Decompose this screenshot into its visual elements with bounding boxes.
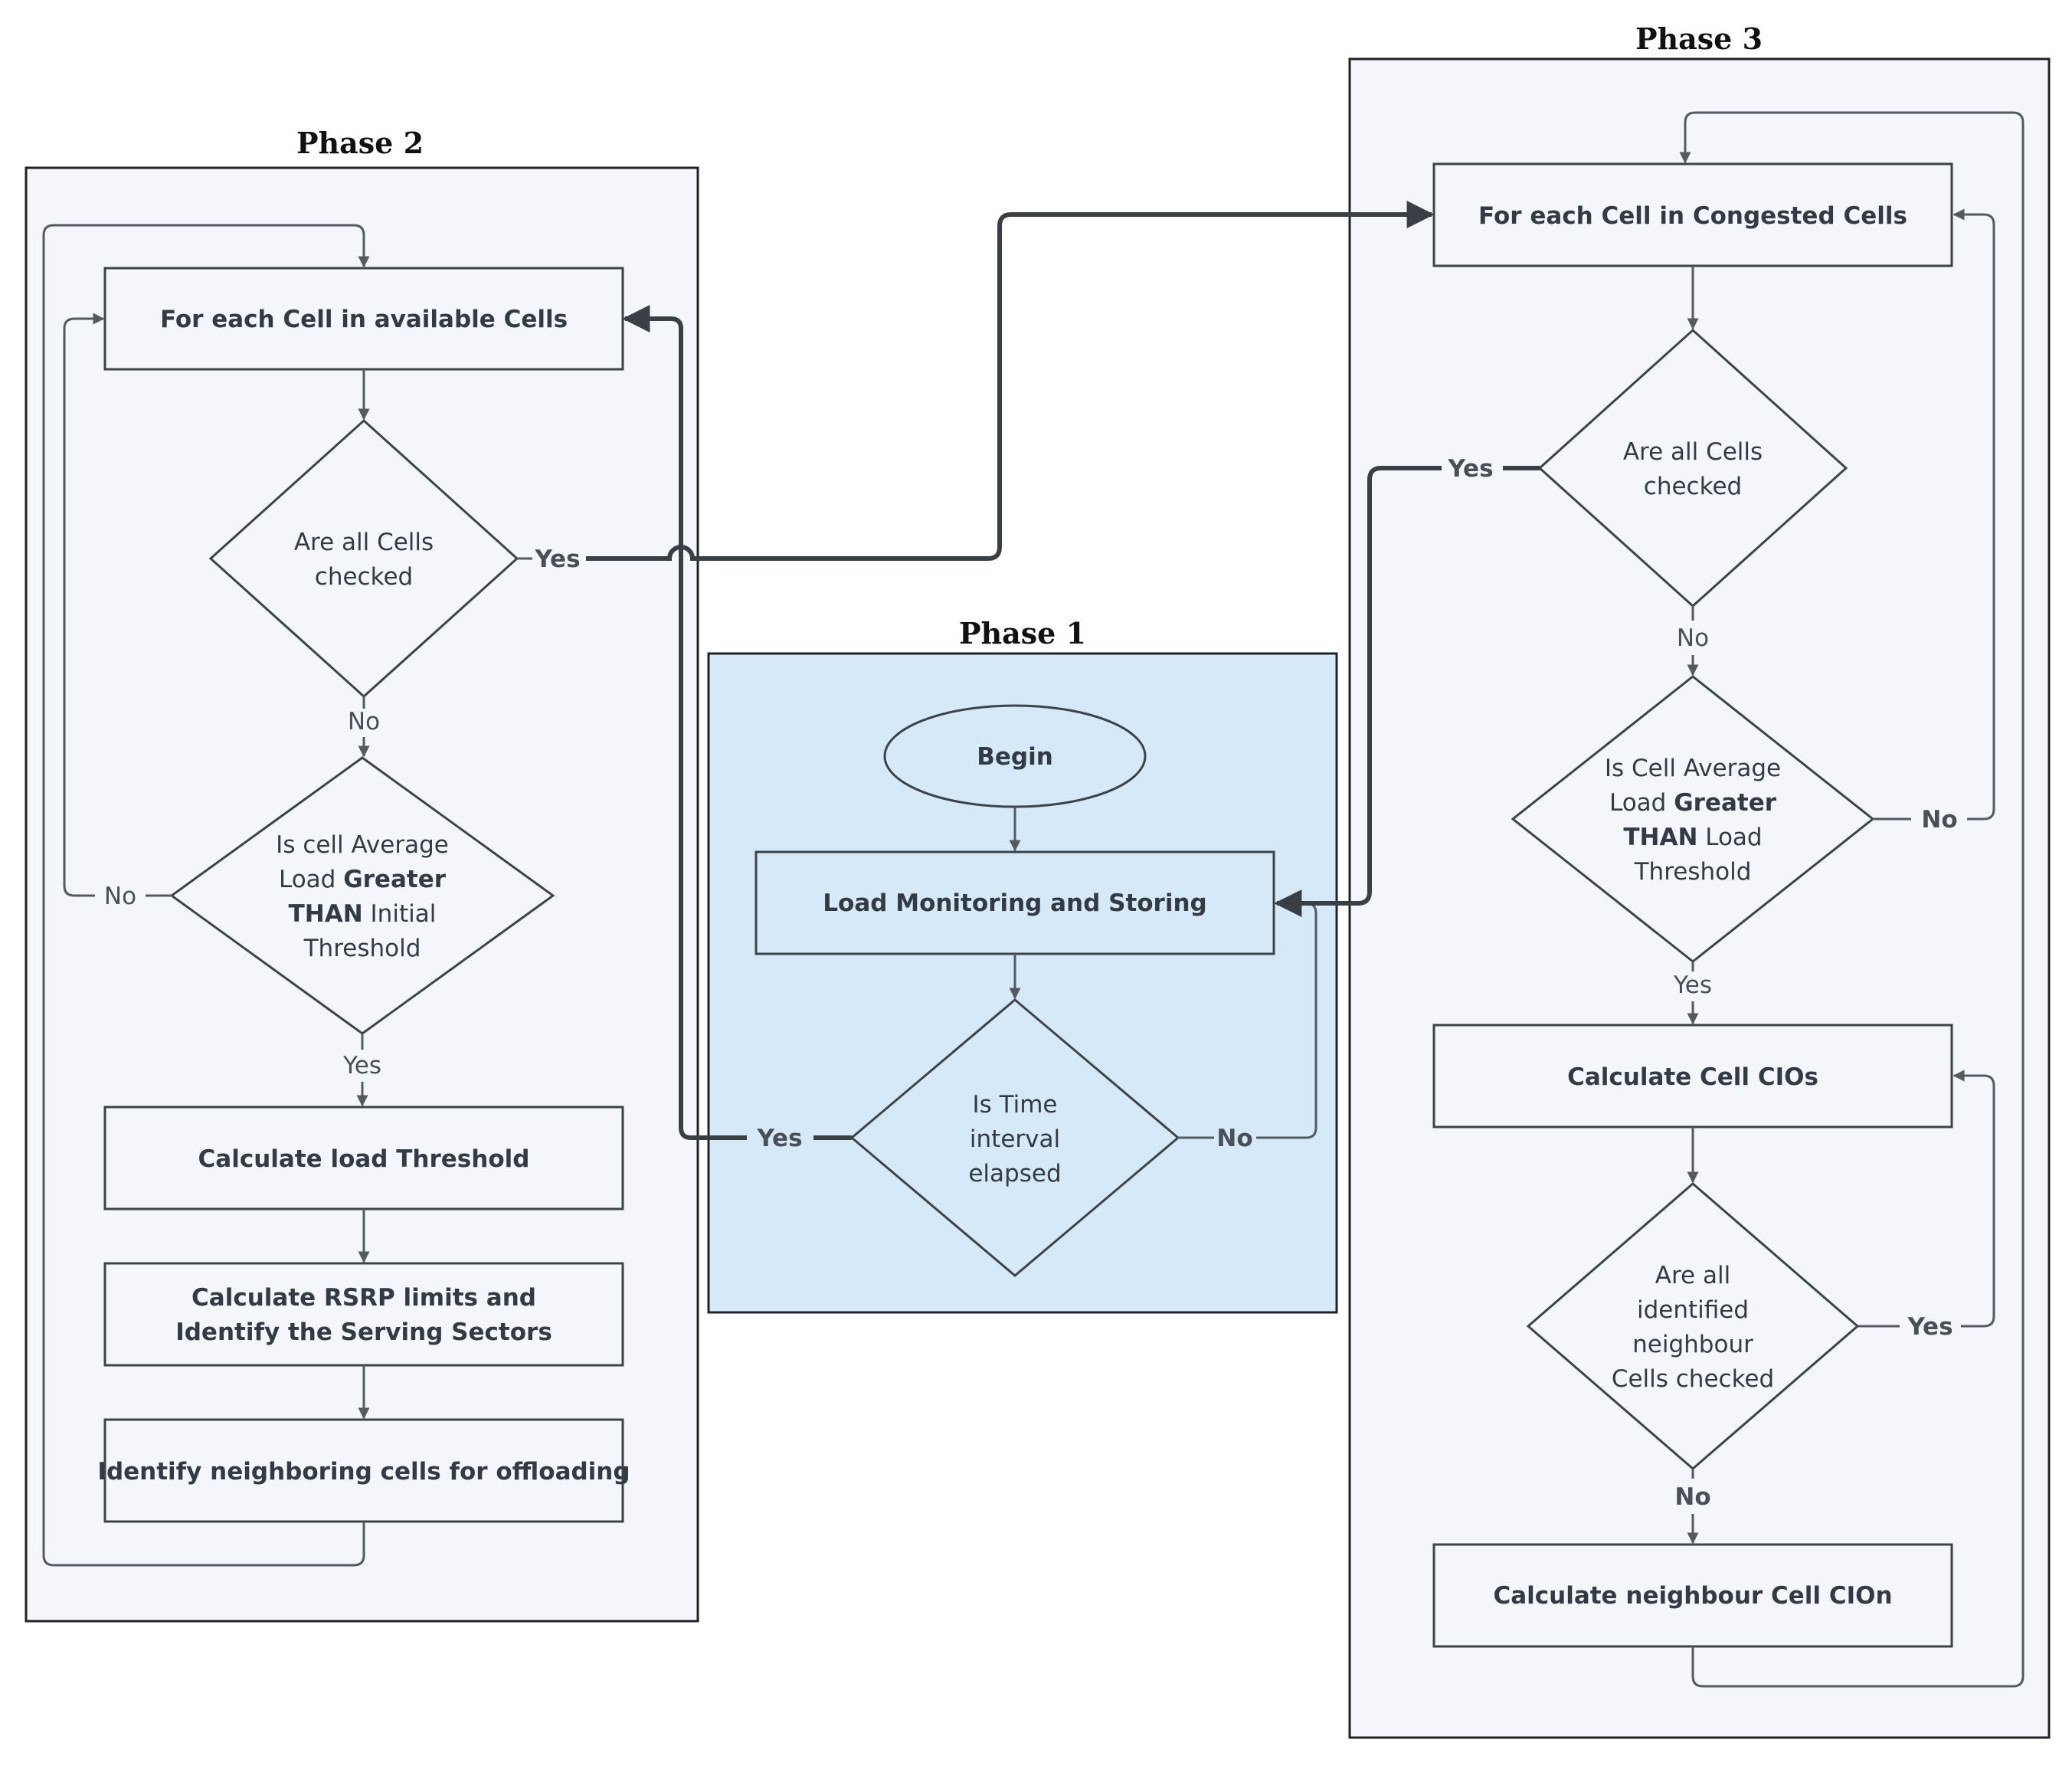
svg-text:Calculate neighbour Cell CIOn: Calculate neighbour Cell CIOn [1493,1582,1892,1610]
phase1-yes-label: Yes [756,1125,802,1152]
svg-text:THAN Load: THAN Load [1623,824,1762,851]
svg-text:Calculate load Threshold: Calculate load Threshold [198,1145,530,1173]
calc-cell-cios-box: Calculate Cell CIOs [1432,1024,1953,1129]
phase1-no-label: No [1216,1125,1252,1152]
svg-text:checked: checked [1644,473,1742,500]
svg-text:Load Monitoring and Storing: Load Monitoring and Storing [823,889,1206,917]
svg-text:Is Time: Is Time [972,1091,1057,1119]
svg-text:neighbour: neighbour [1632,1331,1753,1358]
phase2-title: Phase 2 [296,126,424,160]
svg-text:For each Cell in available Cel: For each Cell in available Cells [160,306,568,333]
phase2-decision1-yes-label: Yes [534,545,580,573]
svg-text:Is cell Average: Is cell Average [276,831,449,859]
phase3-decision1-yes-label: Yes [1447,455,1493,483]
phase2-decision2-yes-label: Yes [342,1052,381,1079]
phase2-decision1-no-label: No [348,708,380,735]
calc-load-threshold-box: Calculate load Threshold [103,1106,624,1210]
phase2-decision2-no-label: No [104,883,136,910]
phase3-panel: Phase 3 [1348,21,2051,1739]
svg-text:Is Cell Average: Is Cell Average [1605,755,1781,782]
phase3-load-threshold-decision: Is Cell Average Load Greater THAN Load T… [1511,675,1875,963]
phase1-panel: Phase 1 [707,616,1338,1314]
phase1-connectors: No Yes [622,305,1318,1152]
phase1-title: Phase 1 [959,616,1086,650]
phase3-decision2-no-label: No [1921,806,1957,834]
phase2-all-checked-decision: Are all Cells checked [208,418,519,699]
svg-text:Calculate Cell CIOs: Calculate Cell CIOs [1567,1063,1818,1091]
svg-text:Identify the Serving Sectors: Identify the Serving Sectors [175,1319,552,1346]
svg-text:Begin: Begin [977,743,1053,771]
svg-text:Load Greater: Load Greater [279,866,447,893]
phase3-decision1-no-label: No [1677,624,1709,652]
phase3-decision3-yes-label: Yes [1907,1313,1953,1341]
svg-text:Identify neighboring cells for: Identify neighboring cells for offloadin… [97,1458,630,1486]
identify-neighbors-box: Identify neighboring cells for offloadin… [97,1418,630,1523]
calc-rsrp-box: Calculate RSRP limits and Identify the S… [103,1262,624,1367]
svg-text:For each Cell in Congested Cel: For each Cell in Congested Cells [1478,202,1907,230]
svg-text:Are all: Are all [1655,1262,1730,1289]
svg-text:Are all Cells: Are all Cells [1623,438,1763,466]
time-interval-decision: Is Time interval elapsed [849,998,1180,1277]
svg-text:Calculate RSRP limits and: Calculate RSRP limits and [191,1284,536,1312]
svg-text:interval: interval [970,1125,1060,1153]
phase3-connectors: No Yes No Yes Yes No [1274,111,2025,1688]
phase3-decision2-yes-label: Yes [1673,971,1712,999]
svg-text:Threshold: Threshold [303,935,421,962]
svg-text:Load Greater: Load Greater [1609,789,1777,817]
svg-text:elapsed: elapsed [968,1160,1061,1188]
phase3-decision3-no-label: No [1674,1483,1710,1511]
svg-text:Are all Cells: Are all Cells [294,529,434,556]
svg-text:identified: identified [1637,1296,1749,1324]
svg-text:THAN Initial: THAN Initial [289,900,437,928]
svg-text:checked: checked [315,563,413,591]
svg-text:Cells checked: Cells checked [1612,1365,1774,1393]
phase2-connectors: No No Yes Yes [42,201,1435,1567]
svg-text:Threshold: Threshold [1634,858,1752,886]
phase3-title: Phase 3 [1635,21,1763,56]
